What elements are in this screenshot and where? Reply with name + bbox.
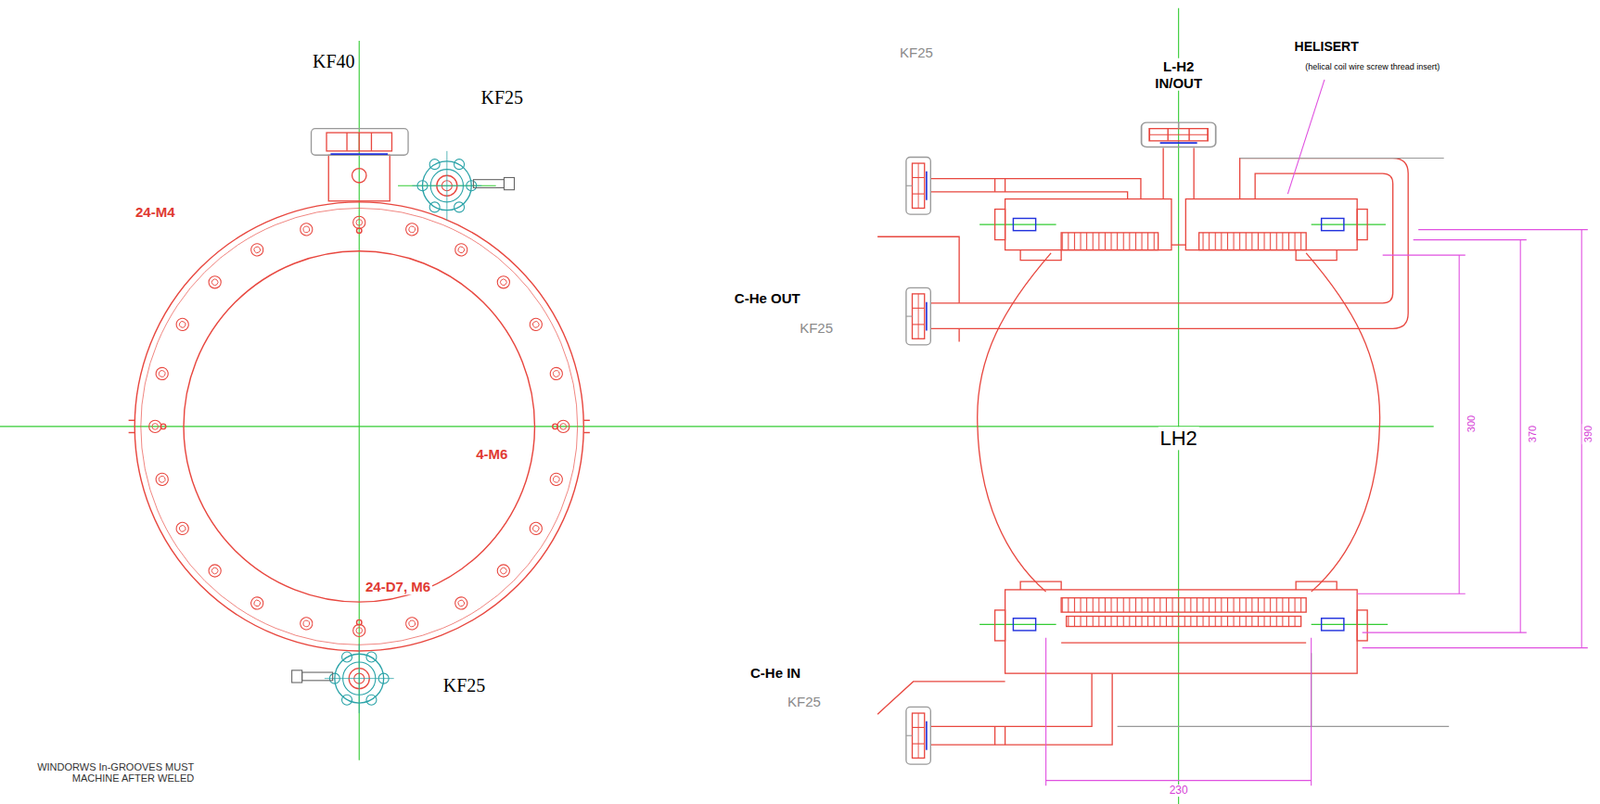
helisert-bolts: [1012, 217, 1344, 630]
kf25-flange: [906, 156, 931, 215]
kf40-port: [311, 128, 410, 202]
port-label: KF25: [897, 45, 935, 62]
port-label: KF25: [785, 693, 823, 710]
kf25-port: [411, 151, 514, 221]
bolt-holes: [149, 216, 570, 637]
line-label: L-H2 IN/OUT: [1147, 58, 1211, 91]
port-label: KF40: [310, 51, 358, 73]
lh2-flange: [1141, 122, 1216, 147]
center-lines: [0, 8, 1434, 804]
part-note: (helical coil wire screw thread insert): [1303, 61, 1442, 71]
volume-label: LH2: [1157, 426, 1199, 450]
dimension: 390: [1581, 422, 1594, 444]
line-label: C-He OUT: [732, 291, 803, 308]
kf25-port: [292, 643, 395, 714]
kf25-flange: [906, 287, 931, 346]
fabrication-note: WINDORWS In-GROOVES MUST MACHINE AFTER W…: [26, 761, 196, 785]
kf25-flange: [906, 706, 931, 765]
dimension: 300: [1465, 412, 1478, 434]
hole-spec: 24-D7, M6: [363, 578, 433, 595]
dimension: 370: [1526, 422, 1539, 444]
hole-spec: 24-M4: [133, 204, 178, 220]
part-label: HELISERT: [1292, 38, 1361, 53]
port-label: KF25: [478, 86, 525, 108]
dimension-lines: [1046, 79, 1588, 786]
reference-lines: [1117, 158, 1450, 728]
cell-section: [877, 148, 1408, 746]
port-label: KF25: [797, 320, 835, 337]
flange-ring: [128, 202, 590, 652]
line-label: C-He IN: [748, 665, 803, 681]
hole-spec: 4-M6: [473, 446, 510, 462]
dimension: 230: [1167, 784, 1191, 798]
port-label: KF25: [441, 675, 488, 697]
